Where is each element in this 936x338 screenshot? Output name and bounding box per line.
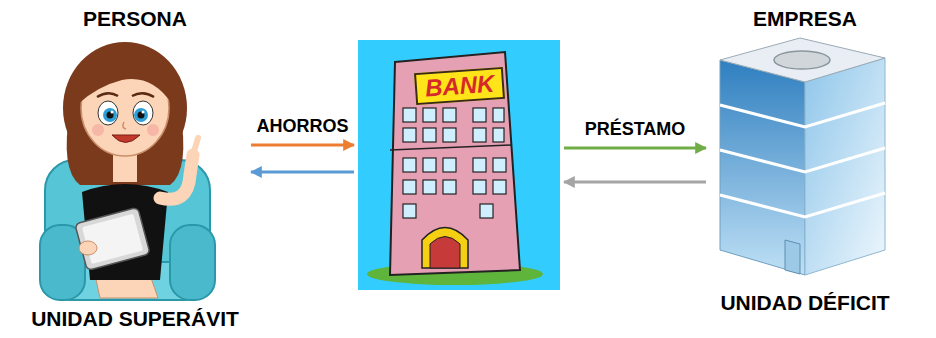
bank-illustration-part-part: [423, 180, 436, 194]
woman-illustration: [40, 42, 215, 300]
node-heading: PERSONA: [83, 6, 187, 32]
bank-illustration-part-part: [403, 108, 416, 122]
bank-illustration-part-part: [403, 158, 416, 172]
bank-illustration-part: [390, 145, 512, 150]
node-caption: UNIDAD SUPERÁVIT: [31, 306, 239, 332]
bank-illustration-part-part: [480, 204, 493, 218]
woman-illustration-part: [138, 112, 145, 119]
bank-illustration-part-part: [403, 204, 416, 218]
woman-illustration-part: [160, 155, 193, 199]
woman-illustration-part: [142, 111, 145, 114]
flow-arrow: [251, 144, 354, 147]
bank-illustration-part: [422, 228, 468, 269]
bank-illustration-part-part: [493, 128, 504, 142]
node-caption: UNIDAD DÉFICIT: [720, 290, 889, 316]
bank-illustration-part-part: [473, 158, 486, 172]
woman-illustration-part: [132, 93, 154, 97]
woman-illustration-part: [147, 124, 159, 136]
bank-illustration-part-part: [423, 108, 436, 122]
woman-illustration-part-part: [75, 207, 150, 270]
woman-illustration-part: [134, 108, 148, 122]
woman-illustration-part: [97, 93, 118, 97]
woman-illustration-part: [111, 111, 114, 114]
bank-illustration-part: [358, 40, 560, 290]
flow-arrow: [564, 147, 706, 150]
woman-illustration-part: [170, 225, 215, 300]
node-heading: EMPRESA: [753, 6, 857, 32]
company-building-part: [805, 58, 885, 275]
woman-illustration-part: [133, 101, 153, 125]
bank-node: BANK: [358, 40, 560, 290]
person-node: PERSONA UNIDAD SUPERÁVIT: [23, 6, 247, 332]
woman-illustration-part: [123, 122, 126, 129]
bank-illustration-part-part: [423, 128, 436, 142]
company-building: [720, 38, 885, 275]
company-node: EMPRESA UNIDAD DÉFICIT: [710, 6, 900, 316]
woman-illustration-part: [103, 108, 117, 122]
bank-illustration-part-part: [473, 128, 486, 142]
bank-illustration-part-part: [493, 158, 506, 172]
bank-illustration-part-part: [493, 180, 506, 194]
flow-arrow: [564, 181, 706, 184]
bank-illustration-part: [390, 52, 520, 275]
company-building-part: [720, 38, 885, 82]
company-building-part-part: [720, 103, 885, 127]
woman-illustration-part: [92, 124, 104, 136]
bank-illustration-part-part: [403, 128, 416, 142]
bank-illustration-part-part: [443, 158, 456, 172]
bank-illustration: [358, 40, 560, 290]
company-building-part-part: [720, 148, 885, 172]
woman-illustration-part: [98, 101, 118, 125]
woman-illustration-part: [112, 135, 140, 143]
company-building-part: [785, 240, 800, 274]
bank-illustration-part-part: [473, 180, 486, 194]
bank-illustration-part-part: [423, 158, 436, 172]
woman-illustration-part: [78, 56, 172, 104]
bank-illustration-part: [430, 237, 460, 269]
flow-label: AHORROS: [256, 115, 348, 137]
bank-illustration-part: [403, 108, 506, 218]
bank-sign: BANK: [414, 67, 505, 105]
woman-illustration-part: [107, 112, 114, 119]
woman-illustration-part: [63, 42, 187, 174]
company-building-part-part: [720, 193, 885, 217]
bank-illustration-part-part: [443, 108, 456, 122]
bank-illustration-part-part: [403, 180, 416, 194]
company-building-part: [774, 51, 830, 69]
company-building-part: [720, 103, 885, 217]
woman-illustration-part: [75, 207, 150, 270]
bank-illustration-part-part: [443, 180, 456, 194]
woman-illustration-part: [193, 138, 198, 155]
woman-illustration-part-part: [82, 214, 143, 264]
flow-arrow: [251, 171, 354, 174]
bank-illustration-part-part: [493, 108, 504, 122]
bank-illustration-part-part: [443, 128, 456, 142]
bank-illustration-part-part: [473, 108, 486, 122]
woman-illustration-part: [79, 241, 97, 255]
flow-label: PRÉSTAMO: [585, 118, 686, 140]
